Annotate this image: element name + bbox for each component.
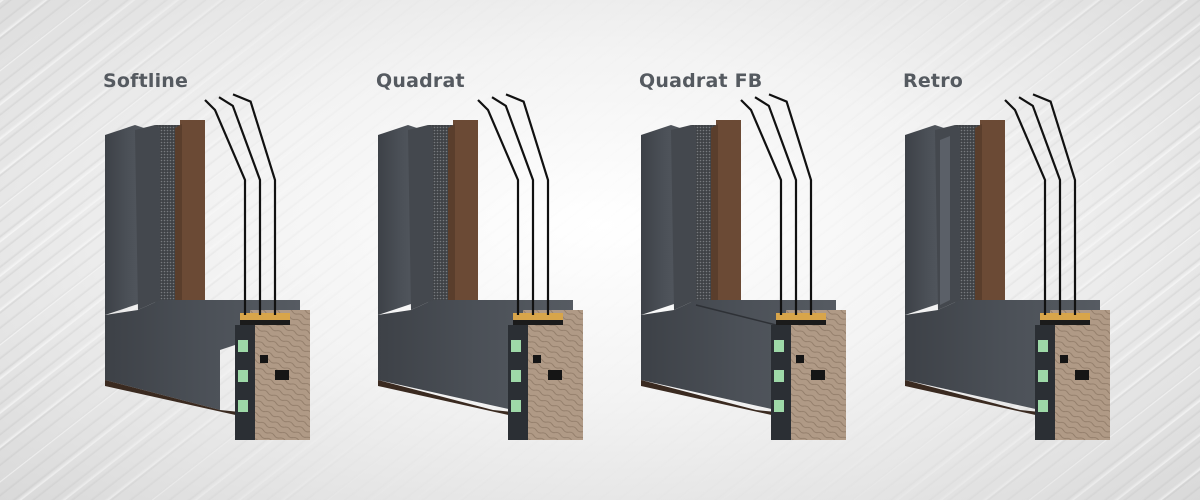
thermal-seal <box>238 400 248 412</box>
gasket <box>548 370 562 380</box>
retro-bead <box>940 136 950 305</box>
gasket <box>811 370 825 380</box>
thermal-seal <box>511 340 521 352</box>
aluminium-sash-vertical <box>135 125 160 310</box>
glass-pane-line <box>1018 96 1062 315</box>
thermal-seal <box>238 370 248 382</box>
thermal-seal <box>511 400 521 412</box>
glass-seal <box>776 320 826 325</box>
aluminium-sash-vertical <box>671 125 696 310</box>
thermal-seal <box>1038 400 1048 412</box>
glass-seal <box>240 320 290 325</box>
glass-spacer <box>513 313 563 321</box>
thermal-seal <box>1038 340 1048 352</box>
aluminium-frame-horizontal <box>105 300 300 410</box>
glass-pane-line <box>1032 93 1077 315</box>
aluminium-frame-horizontal <box>378 300 573 410</box>
glass-pane-line <box>204 99 247 315</box>
thermal-seal <box>774 370 784 382</box>
wood-edge <box>175 124 182 318</box>
glass-pane-line <box>232 93 277 315</box>
glass-pane-line <box>1004 99 1047 315</box>
glass-pane-line <box>505 93 550 315</box>
bottom-edge <box>905 380 1040 416</box>
wood-edge <box>711 124 718 318</box>
wood-frame <box>716 120 741 315</box>
glass-pane-line <box>218 96 262 315</box>
glass-pane-line <box>740 99 783 315</box>
gasket <box>1060 355 1068 363</box>
gasket <box>533 355 541 363</box>
wood-frame <box>980 120 1005 315</box>
window-corner-illustration <box>641 93 846 440</box>
thermal-seal <box>511 370 521 382</box>
wood-edge <box>448 124 455 318</box>
window-profile-retro: Retro <box>900 0 1200 500</box>
thermal-seal <box>774 340 784 352</box>
aluminium-sash-vertical <box>408 125 433 310</box>
window-corner-illustration <box>105 93 310 440</box>
gasket <box>796 355 804 363</box>
glass-pane-line <box>477 99 520 315</box>
gasket <box>275 370 289 380</box>
glass-spacer <box>240 313 290 321</box>
aluminium-frame-horizontal <box>641 300 836 410</box>
bottom-edge <box>105 380 240 416</box>
product-title: Retro <box>903 70 964 92</box>
glass-pane-line <box>491 96 535 315</box>
bottom-edge <box>378 380 513 416</box>
window-corner-illustration <box>905 93 1110 440</box>
glass-pane-line <box>768 93 813 315</box>
glass-spacer <box>1040 313 1090 321</box>
thermal-seal <box>238 340 248 352</box>
glass-seal <box>513 320 563 325</box>
flush-groove <box>695 304 777 326</box>
product-title: Quadrat <box>376 70 465 92</box>
thermal-seal <box>1038 370 1048 382</box>
wood-frame <box>180 120 205 315</box>
window-profile-softline: Softline <box>100 0 400 500</box>
bottom-edge <box>641 380 776 416</box>
gasket <box>260 355 268 363</box>
gasket <box>1075 370 1089 380</box>
window-profile-quadrat-fb: Quadrat FB <box>636 0 936 500</box>
product-title: Softline <box>103 70 189 92</box>
wood-frame <box>453 120 478 315</box>
glass-spacer <box>776 313 826 321</box>
thermal-seal <box>774 400 784 412</box>
window-profile-quadrat: Quadrat <box>373 0 673 500</box>
window-corner-illustration <box>378 93 583 440</box>
wood-edge <box>975 124 982 318</box>
glass-seal <box>1040 320 1090 325</box>
glass-pane-line <box>754 96 798 315</box>
product-title: Quadrat FB <box>639 70 763 92</box>
aluminium-frame-horizontal <box>905 300 1100 410</box>
